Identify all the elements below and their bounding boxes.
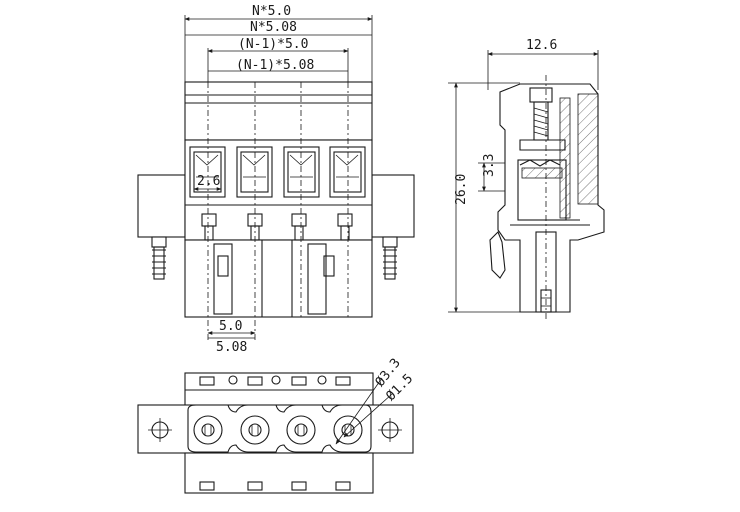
left-screw	[151, 236, 167, 280]
dim-12-6: 12.6	[526, 38, 557, 53]
dim-n-5-0: N*5.0	[252, 4, 291, 19]
mount-hole-left	[148, 418, 172, 442]
dim-n-5-08: N*5.08	[250, 20, 297, 35]
pin-slots	[213, 240, 335, 317]
dim-2-6: 2.6	[197, 174, 220, 189]
mount-hole-right	[378, 418, 402, 442]
dim-3-3-side: 3.3	[482, 154, 497, 177]
right-screw	[382, 236, 398, 280]
dim-5-0: 5.0	[219, 319, 242, 334]
screw-openings	[189, 146, 366, 198]
bottom-view: Ø3.3 Ø1.5	[137, 356, 416, 494]
side-view: 12.6 26.0 3.3	[448, 38, 605, 320]
dim-n1-5-08: (N-1)*5.08	[236, 58, 314, 73]
front-view: N*5.0 N*5.08 (N-1)*5.0 (N-1)*5.08	[137, 4, 415, 355]
wire-holes	[193, 415, 363, 445]
dim-26-0: 26.0	[454, 174, 469, 205]
dim-n1-5-0: (N-1)*5.0	[238, 37, 308, 52]
dim-5-08: 5.08	[216, 340, 247, 355]
